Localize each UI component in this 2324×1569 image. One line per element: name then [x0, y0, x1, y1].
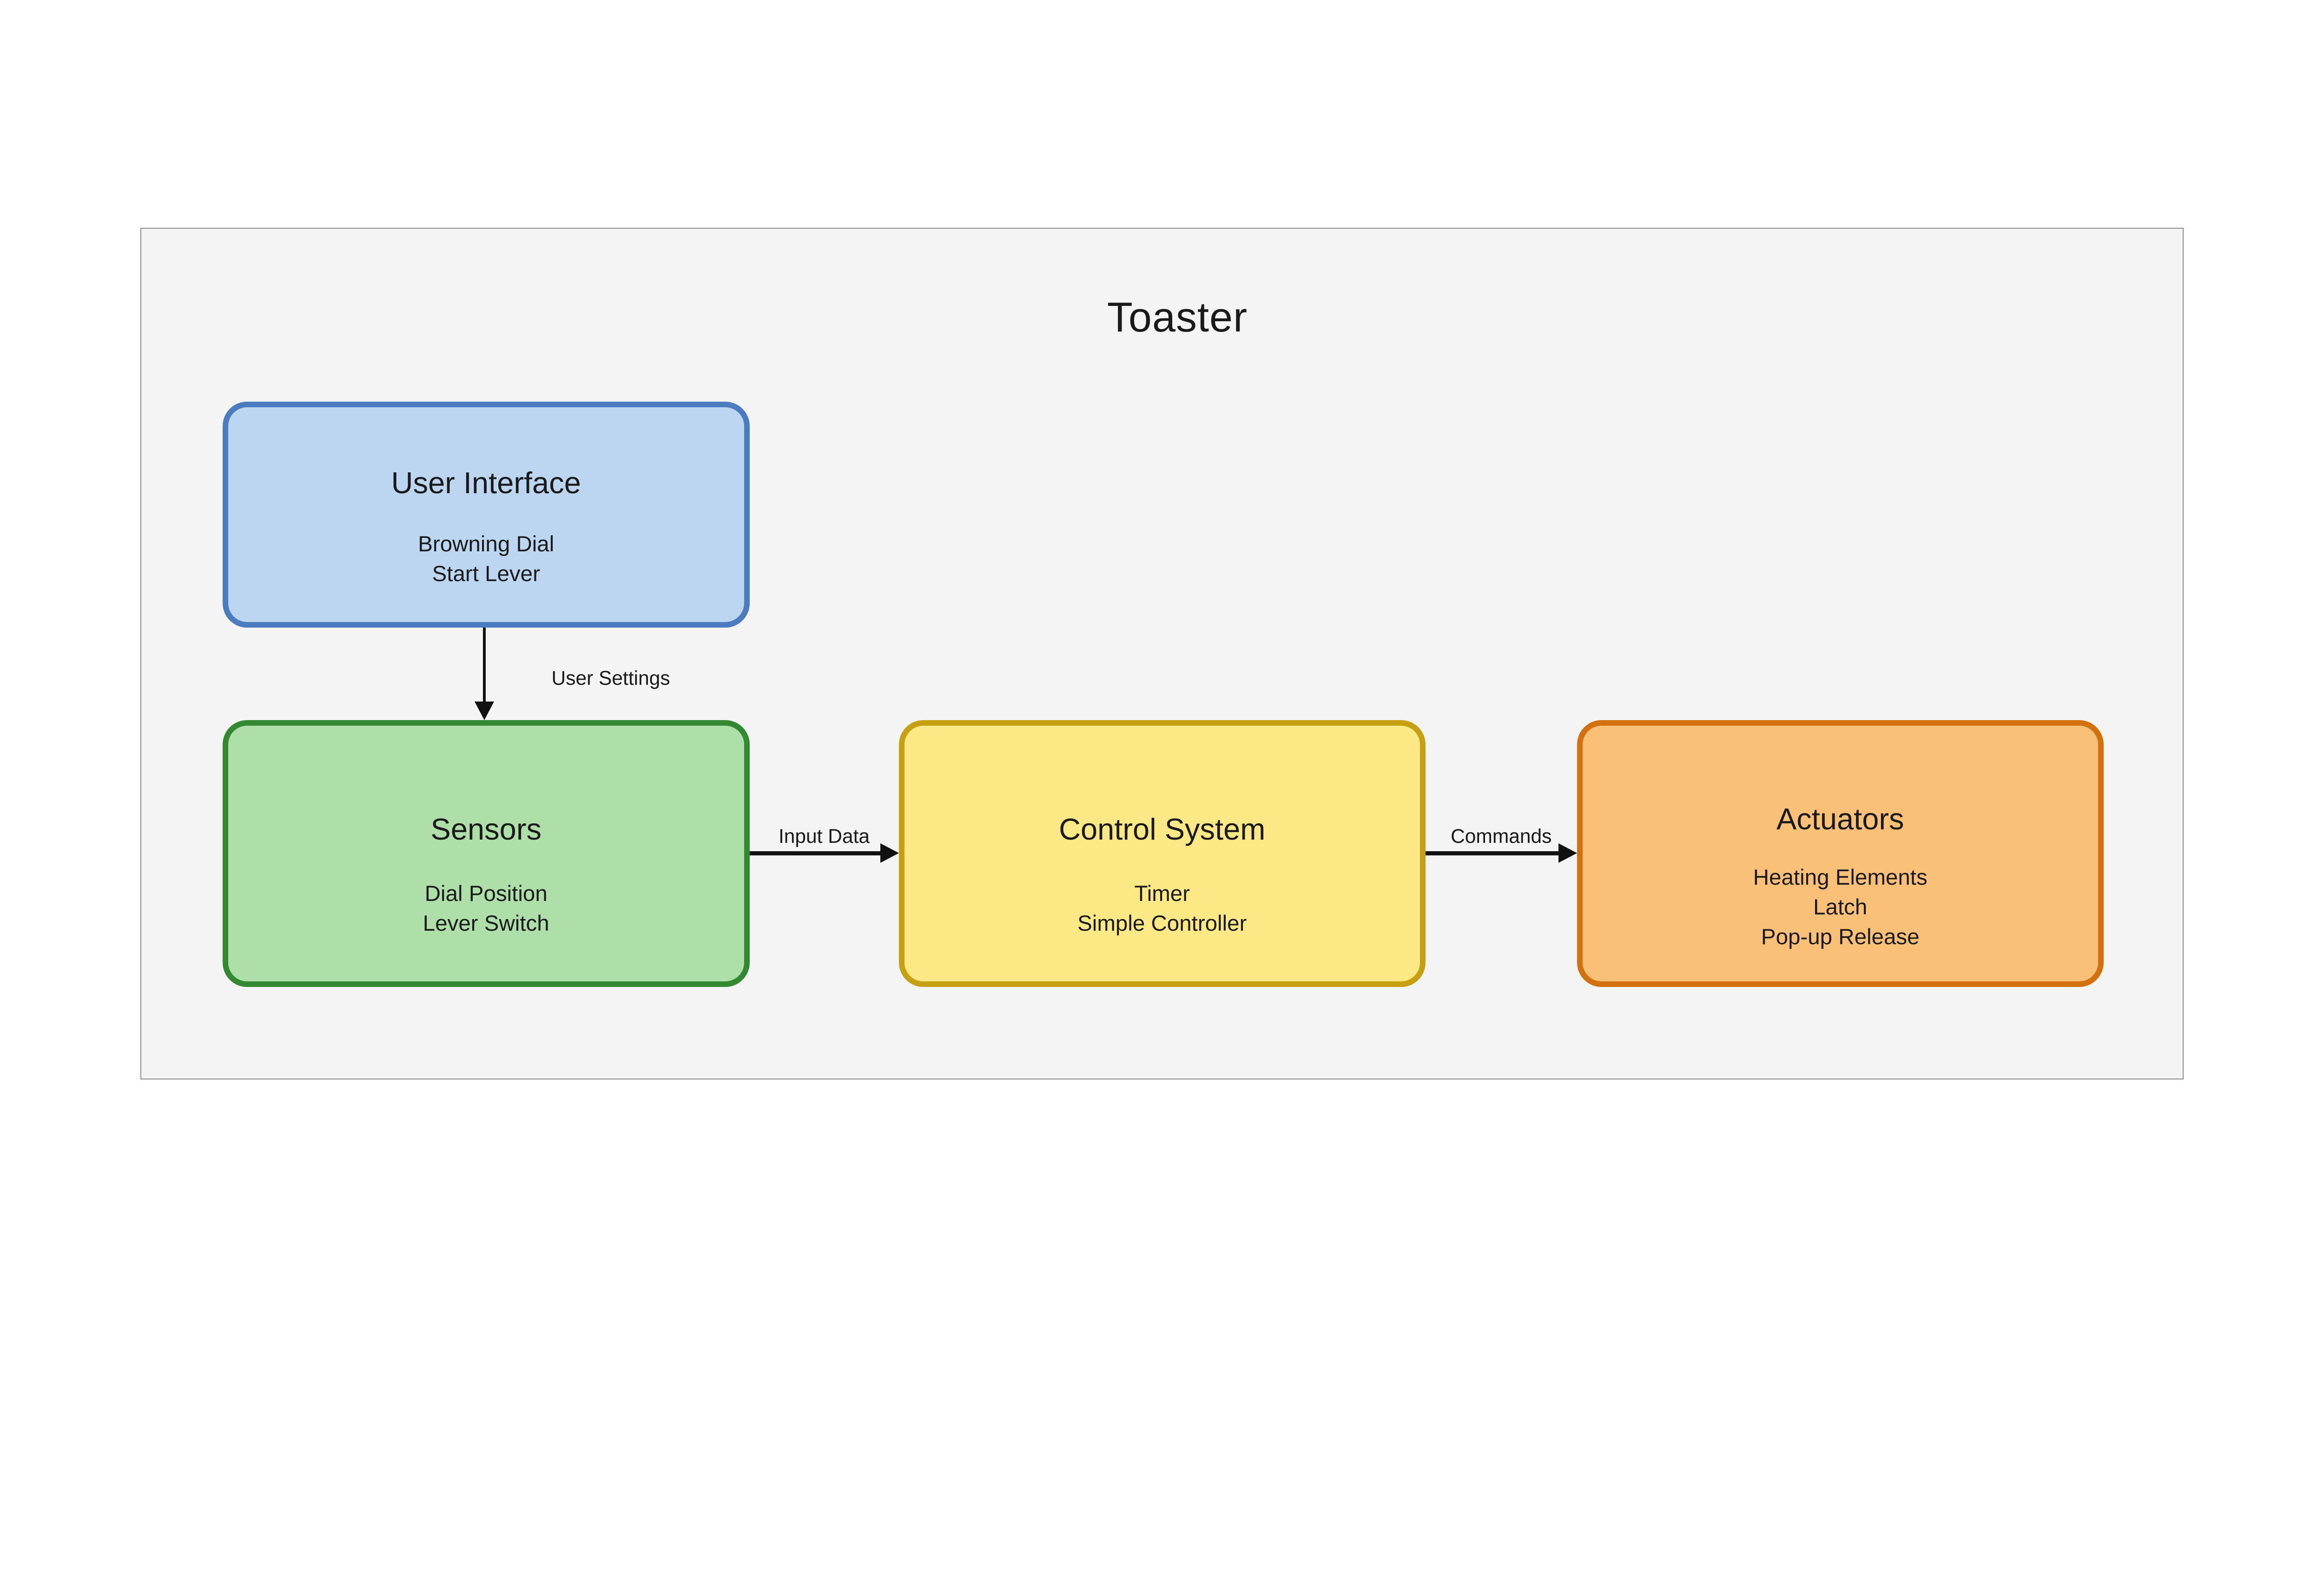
- node-item: Pop-up Release: [1761, 925, 1920, 949]
- node-items: Heating Elements Latch Pop-up Release: [1753, 863, 1928, 952]
- edge-input-data-shaft: [749, 851, 881, 855]
- node-item: Heating Elements: [1753, 865, 1928, 890]
- edge-user-settings-shaft: [482, 628, 486, 703]
- edge-input-data-arrowhead-icon: [880, 843, 899, 863]
- edge-label-commands: Commands: [1451, 826, 1552, 847]
- edge-label-user-settings: User Settings: [551, 668, 670, 689]
- node-item: Lever Switch: [423, 911, 549, 936]
- node-item: Timer: [1134, 881, 1190, 906]
- node-title: User Interface: [391, 466, 581, 500]
- node-control-system: Control System Timer Simple Controller: [898, 720, 1426, 987]
- node-title: Sensors: [430, 812, 541, 846]
- node-item: Start Lever: [432, 561, 540, 586]
- node-item: Dial Position: [424, 881, 548, 906]
- edge-commands-arrowhead-icon: [1558, 843, 1577, 863]
- node-title: Actuators: [1776, 801, 1904, 836]
- node-items: Browning Dial Start Lever: [418, 530, 554, 589]
- node-items: Dial Position Lever Switch: [423, 879, 549, 939]
- node-sensors: Sensors Dial Position Lever Switch: [223, 720, 750, 987]
- node-items: Timer Simple Controller: [1077, 879, 1247, 939]
- diagram-title: Toaster: [1107, 294, 1248, 341]
- node-item: Simple Controller: [1077, 911, 1247, 936]
- edge-commands-shaft: [1426, 851, 1559, 855]
- node-actuators: Actuators Heating Elements Latch Pop-up …: [1577, 720, 2104, 987]
- edge-user-settings-arrowhead-icon: [474, 702, 494, 720]
- node-title: Control System: [1059, 812, 1266, 846]
- edge-label-input-data: Input Data: [778, 826, 870, 847]
- node-item: Browning Dial: [418, 531, 555, 556]
- node-item: Latch: [1813, 895, 1868, 920]
- node-user-interface: User Interface Browning Dial Start Lever: [223, 402, 750, 628]
